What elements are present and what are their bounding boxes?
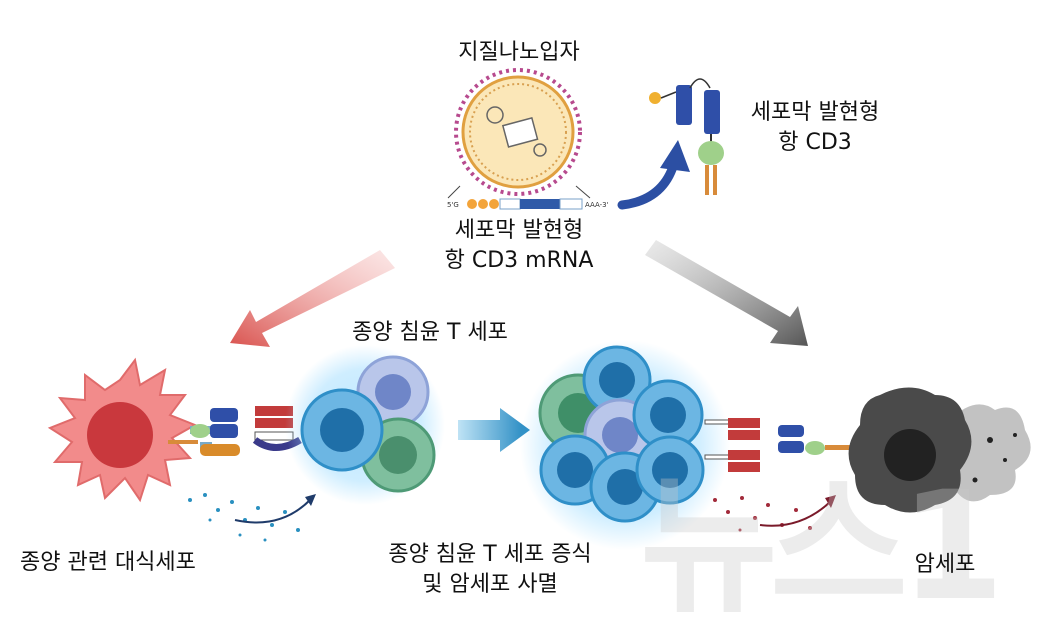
cd3-label-line2: 항 CD3	[778, 130, 852, 155]
phosphate-1	[467, 199, 477, 209]
mrna-tail: AAA-3'	[585, 201, 609, 209]
lnp-title: 지질나노입자	[458, 40, 580, 65]
mrna-label: 세포막 발현형 항 CD3 mRNA	[420, 216, 618, 276]
macrophage-receptors	[168, 406, 302, 456]
proliferating-tcell-cluster	[520, 340, 730, 550]
lipid-nanoparticle	[454, 68, 582, 196]
mrna-strand: 5'G AAA-3'	[447, 185, 609, 210]
mrna-cap: 5'G	[447, 201, 459, 209]
tcell-cluster	[285, 345, 445, 505]
proliferation-label-line2: 및 암세포 사멸	[422, 572, 558, 597]
cancer-cell	[848, 387, 1031, 513]
phosphate-3	[489, 199, 499, 209]
macrophage-cell	[47, 357, 198, 503]
tcell-receptors-right	[704, 418, 860, 472]
blue-arrow	[458, 408, 530, 452]
proliferation-label-line1: 종양 침윤 T 세포 증식	[388, 542, 592, 567]
diagram-canvas: 5'G AAA-3'	[47, 68, 1031, 550]
macrophage-label: 종양 관련 대식세포	[20, 550, 196, 575]
mrna-label-line1: 세포막 발현형	[454, 218, 584, 243]
curved-arrow-head	[660, 140, 690, 172]
tcell-title: 종양 침윤 T 세포	[352, 320, 508, 345]
trail-arrow-right	[759, 501, 831, 527]
cd3-label: 세포막 발현형 항 CD3	[730, 98, 900, 158]
phosphate-2	[478, 199, 488, 209]
proliferation-label: 종양 침윤 T 세포 증식 및 암세포 사멸	[360, 540, 620, 600]
red-arrow	[230, 250, 395, 347]
trail-arrow-left	[234, 499, 311, 524]
anti-cd3-construct	[649, 78, 724, 195]
mrna-label-line2: 항 CD3 mRNA	[444, 248, 594, 273]
cd3-label-line1: 세포막 발현형	[750, 100, 880, 125]
cancer-label: 암세포	[914, 552, 976, 577]
gray-arrow	[645, 240, 808, 346]
